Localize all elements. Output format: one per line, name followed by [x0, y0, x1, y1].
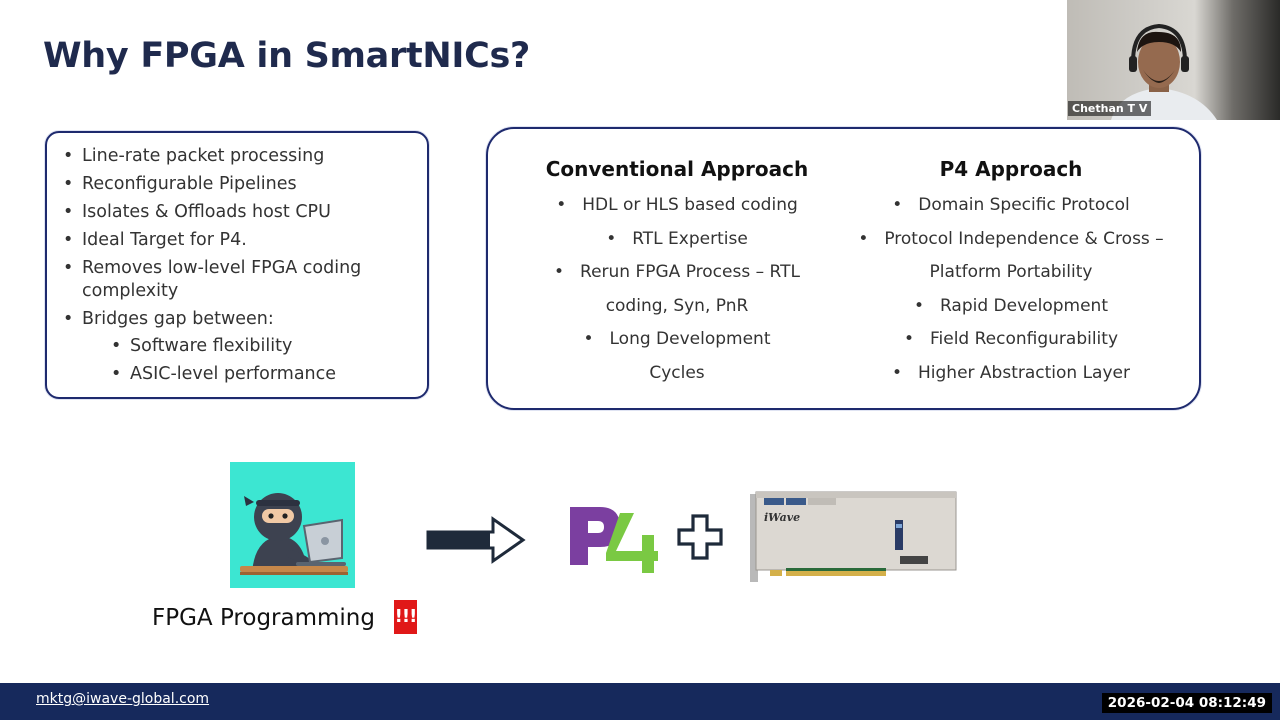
p4-approach-heading: P4 Approach — [939, 157, 1083, 181]
comparison-box: Conventional Approach •HDL or HLS based … — [486, 127, 1201, 410]
exclamation-icon: !!! — [394, 600, 417, 634]
conventional-approach-list: •HDL or HLS based coding •RTL Expertise … — [502, 189, 852, 391]
p4-line: •Field Reconfigurability — [903, 329, 1119, 350]
conventional-line: coding, Syn, PnR — [605, 295, 749, 316]
benefits-list: Line-rate packet processing Reconfigurab… — [61, 145, 411, 391]
email-link[interactable]: mktg@iwave-global.com — [36, 691, 210, 707]
right-arrow-icon — [426, 516, 526, 564]
p4-logo — [570, 507, 658, 573]
iwave-smartnic-card: iWave — [750, 491, 957, 582]
p4-approach-list: •Domain Specific Protocol •Protocol Inde… — [816, 189, 1206, 391]
p4-line: •Domain Specific Protocol — [892, 195, 1130, 215]
benefit-subitem: ASIC-level performance — [109, 363, 411, 386]
conventional-approach-heading: Conventional Approach — [545, 157, 809, 181]
footer-bar: mktg@iwave-global.com 2026-02-04 08:12:4… — [0, 683, 1280, 720]
conventional-line: •Long Development — [583, 329, 771, 350]
benefit-subitem: Software flexibility — [109, 335, 411, 358]
plus-icon — [677, 514, 723, 560]
conventional-line: Cycles — [649, 362, 705, 383]
webcam-video-tile: Chethan T V — [1067, 0, 1280, 120]
conventional-line: •RTL Expertise — [606, 228, 748, 249]
benefit-item-with-sublist: Bridges gap between: Software flexibilit… — [61, 308, 411, 386]
p4-line: •Higher Abstraction Layer — [892, 362, 1130, 383]
conventional-line: •Rerun FPGA Process – RTL — [554, 262, 800, 283]
benefit-item: Isolates & Offloads host CPU — [61, 201, 411, 224]
card-brand: iWave — [764, 511, 800, 524]
p4-line: •Rapid Development — [913, 295, 1108, 316]
benefits-box: Line-rate packet processing Reconfigurab… — [45, 131, 429, 399]
p4-line: Platform Portability — [929, 262, 1093, 283]
ninja-laptop-icon — [230, 462, 355, 588]
fpga-programming-caption: FPGA Programming — [152, 605, 375, 631]
benefit-item-label: Bridges gap between: — [82, 309, 274, 329]
benefit-item: Ideal Target for P4. — [61, 229, 411, 252]
conventional-line: •HDL or HLS based coding — [556, 195, 798, 215]
benefit-item: Line-rate packet processing — [61, 145, 411, 168]
conventional-approach-column: Conventional Approach •HDL or HLS based … — [502, 157, 852, 391]
benefit-sublist: Software flexibility ASIC-level performa… — [82, 335, 411, 386]
timestamp: 2026-02-04 08:12:49 — [1101, 693, 1272, 713]
benefit-item: Removes low-level FPGA coding complexity — [61, 257, 411, 303]
p4-line: •Protocol Independence & Cross – — [858, 228, 1164, 249]
participant-name: Chethan T V — [1068, 101, 1152, 116]
benefit-item: Reconfigurable Pipelines — [61, 173, 411, 196]
p4-approach-column: P4 Approach •Domain Specific Protocol •P… — [816, 157, 1206, 391]
slide-title: Why FPGA in SmartNICs? — [43, 36, 531, 76]
